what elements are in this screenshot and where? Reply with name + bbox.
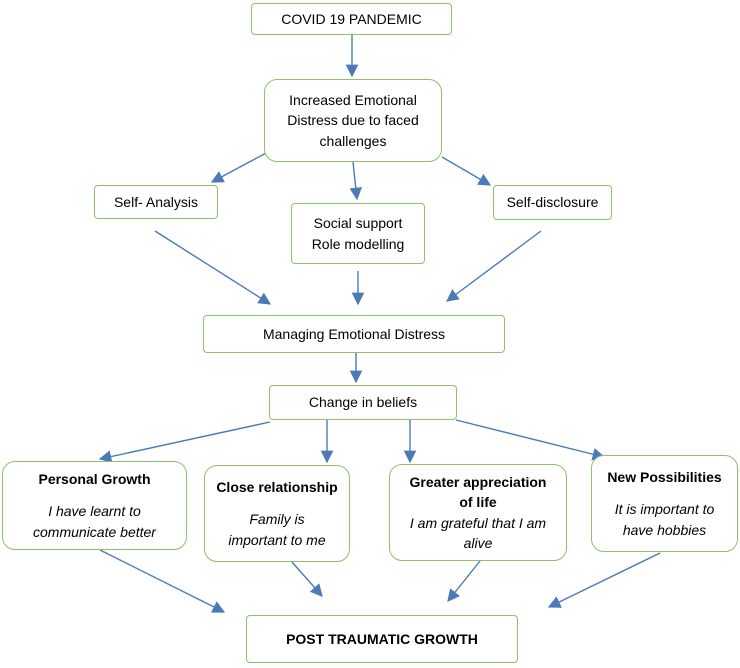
new-possibilities-title: New Possibilities — [607, 469, 722, 486]
arrow-possibilities-to-ptg — [547, 552, 661, 608]
appreciation-title-1: Greater appreciation — [409, 473, 547, 490]
arrow-distress-to-social-support — [349, 161, 363, 201]
new-possibilities-box: New Possibilities It is important to hav… — [591, 455, 738, 552]
appreciation-of-life-box: Greater appreciation of life I am gratef… — [389, 464, 567, 561]
managing-distress-box: Managing Emotional Distress — [203, 315, 505, 353]
arrow-beliefs-to-possibilities — [455, 419, 606, 461]
personal-growth-box: Personal Growth I have learnt to communi… — [2, 461, 187, 550]
close-relationship-text-1: Family is — [249, 511, 305, 528]
emotional-distress-line-3: challenges — [319, 132, 387, 149]
social-support-label: Social support — [313, 215, 403, 232]
appreciation-text-1: I am grateful that I am — [409, 514, 547, 531]
arrow-distress-to-self-disclosure — [441, 156, 492, 186]
self-disclosure-box: Self-disclosure — [493, 185, 612, 220]
new-possibilities-text-2: have hobbies — [622, 521, 707, 538]
post-traumatic-growth-box: POST TRAUMATIC GROWTH — [246, 615, 518, 663]
arrow-distress-to-self-analysis — [210, 151, 269, 183]
personal-growth-text-2: communicate better — [33, 523, 156, 540]
covid-pandemic-box: COVID 19 PANDEMIC — [251, 3, 452, 35]
arrow-beliefs-to-personal-growth — [98, 421, 271, 463]
social-support-box: Social support Role modelling — [291, 203, 425, 264]
arrow-self-disclosure-to-managing — [445, 230, 542, 302]
new-possibilities-text-1: It is important to — [614, 501, 715, 518]
arrow-close-relationship-to-ptg — [291, 561, 323, 597]
appreciation-text-2: alive — [463, 534, 493, 551]
change-in-beliefs-label: Change in beliefs — [308, 394, 418, 411]
covid-pandemic-label: COVID 19 PANDEMIC — [281, 10, 422, 27]
self-disclosure-label: Self-disclosure — [506, 194, 599, 211]
managing-distress-label: Managing Emotional Distress — [262, 325, 446, 342]
personal-growth-text-1: I have learnt to — [48, 503, 141, 520]
arrow-appreciation-to-ptg — [447, 560, 481, 602]
emotional-distress-line-2: Distress due to faced — [287, 112, 419, 129]
post-traumatic-growth-label: POST TRAUMATIC GROWTH — [286, 630, 478, 647]
close-relationship-box: Close relationship Family is important t… — [204, 465, 350, 562]
personal-growth-title: Personal Growth — [38, 471, 151, 488]
self-analysis-label: Self- Analysis — [113, 193, 199, 210]
role-modelling-label: Role modelling — [311, 235, 405, 252]
emotional-distress-box: Increased Emotional Distress due to face… — [264, 79, 442, 162]
close-relationship-text-2: important to me — [228, 531, 326, 548]
appreciation-title-2: of life — [459, 494, 497, 511]
change-in-beliefs-box: Change in beliefs — [269, 385, 457, 420]
emotional-distress-line-1: Increased Emotional — [289, 92, 417, 109]
close-relationship-title: Close relationship — [216, 479, 338, 496]
arrow-self-analysis-to-managing — [154, 230, 272, 305]
self-analysis-box: Self- Analysis — [94, 185, 218, 219]
arrow-personal-growth-to-ptg — [99, 549, 226, 613]
